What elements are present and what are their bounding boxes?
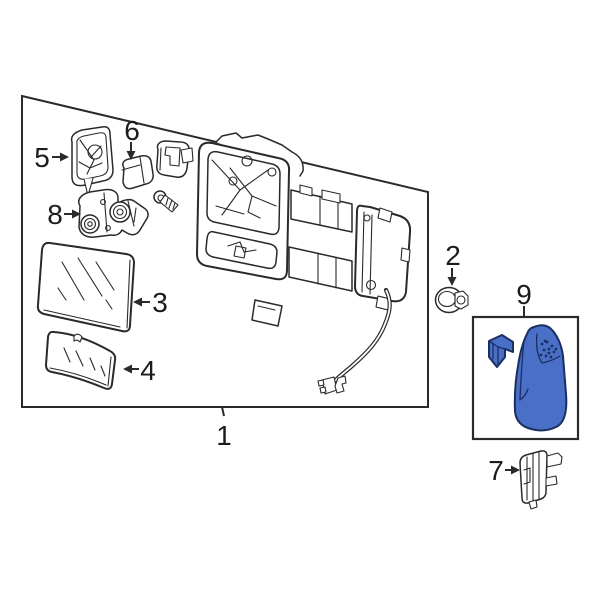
callout-3	[133, 297, 150, 307]
callout-7-label: 7	[488, 455, 504, 486]
callout-7	[505, 465, 520, 475]
callout-8	[64, 209, 81, 219]
part-5-bracket-drawing	[70, 126, 114, 197]
part-3-mirror-glass-drawing	[36, 241, 135, 333]
part-8-motor-drawing	[78, 188, 149, 238]
callout-5-label: 5	[34, 142, 50, 173]
callout-2-label: 2	[445, 240, 461, 271]
callout-4	[123, 364, 139, 374]
part-9-highlighted-parts	[488, 324, 568, 432]
part-1-mirror-assembly-drawing	[180, 132, 412, 395]
callout-5	[52, 152, 69, 162]
callout-9-label: 9	[516, 279, 532, 310]
callout-3-label: 3	[152, 287, 168, 318]
part-9-kit-box	[471, 315, 580, 441]
callout-1	[221, 406, 225, 417]
part-4-mirror-glass-drawing	[45, 330, 117, 390]
part-2-nut-drawing	[434, 286, 469, 314]
callout-6-label: 6	[124, 115, 140, 146]
callout-6	[126, 142, 136, 160]
callouts: 1 2 3 4 5 6 7 8 9	[34, 115, 532, 486]
callout-2	[447, 268, 457, 286]
cover-speaker-dots	[539, 339, 558, 359]
part-7-bracket-drawing	[519, 450, 563, 510]
callout-4-label: 4	[140, 355, 156, 386]
callout-1-label: 1	[216, 420, 232, 451]
fastener-screw-drawing	[153, 190, 179, 213]
callout-8-label: 8	[47, 199, 63, 230]
